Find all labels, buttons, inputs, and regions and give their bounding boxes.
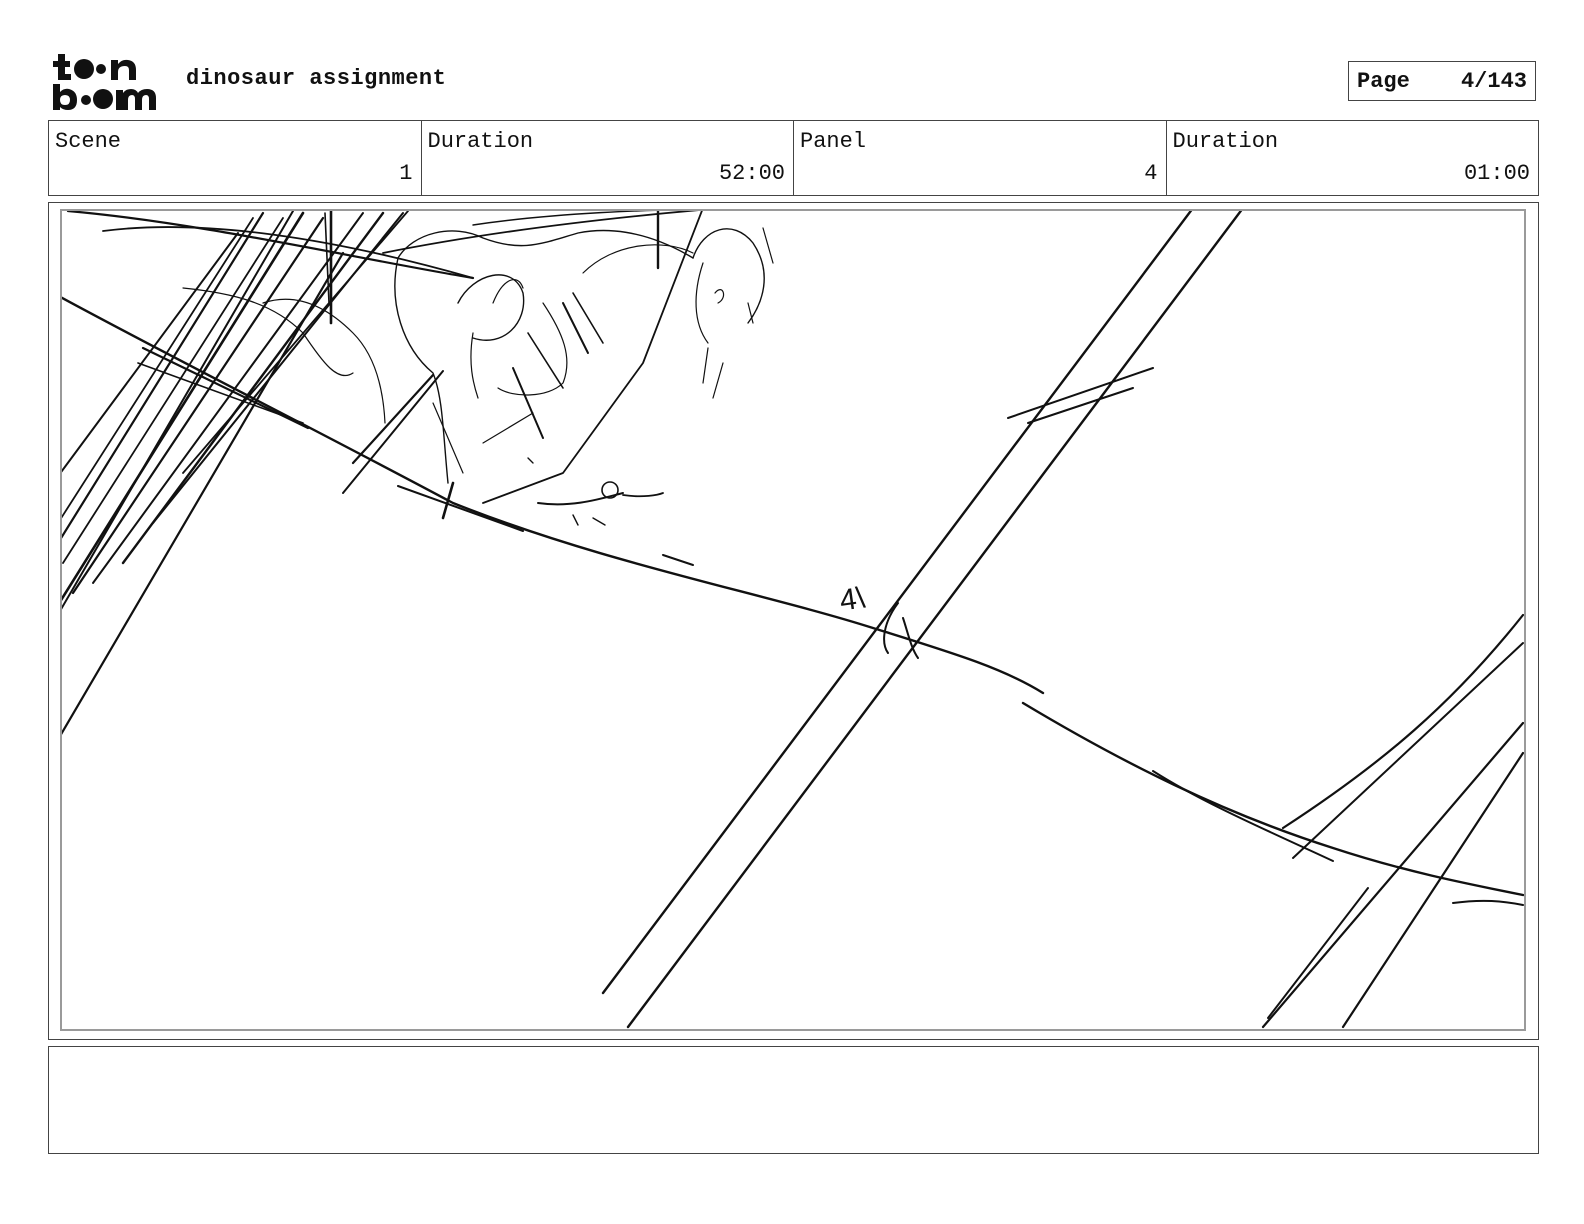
- page-number: 4/143: [1460, 68, 1527, 94]
- sketch-annotation: 4\: [838, 581, 868, 617]
- toon-boom-logo: [50, 52, 166, 112]
- storyboard-panel: 4\: [48, 202, 1539, 1040]
- scene-duration-value: 52:00: [718, 161, 785, 186]
- ground-line: [62, 296, 1045, 695]
- scene-label: Scene: [55, 129, 122, 154]
- panel-duration-value: 01:00: [1463, 161, 1530, 186]
- panel-label: Panel: [800, 129, 867, 154]
- page-label: Page: [1357, 68, 1410, 94]
- page-indicator: Page 4/143: [1348, 61, 1536, 101]
- dinosaur-body: [397, 229, 694, 259]
- scene-info-row: Scene 1 Duration 52:00 Panel 4 Duration …: [48, 120, 1539, 196]
- panel-drawing-area: 4\: [60, 209, 1526, 1031]
- ground-line-lower: [1021, 701, 1524, 897]
- panel-sketch: 4\: [62, 211, 1524, 1029]
- diagonal-line-1: [601, 211, 1193, 995]
- panel-value: 4: [1144, 161, 1158, 186]
- panel-duration-cell: Duration 01:00: [1167, 121, 1539, 195]
- scene-duration-cell: Duration 52:00: [422, 121, 794, 195]
- scene-duration-label: Duration: [427, 129, 534, 154]
- panel-duration-label: Duration: [1172, 129, 1279, 154]
- scene-value: 1: [399, 161, 413, 186]
- scene-cell: Scene 1: [49, 121, 422, 195]
- panel-cell: Panel 4: [794, 121, 1167, 195]
- panel-notes-box[interactable]: [48, 1046, 1539, 1154]
- diagonal-line-2: [626, 211, 1243, 1029]
- project-title: dinosaur assignment: [186, 66, 447, 91]
